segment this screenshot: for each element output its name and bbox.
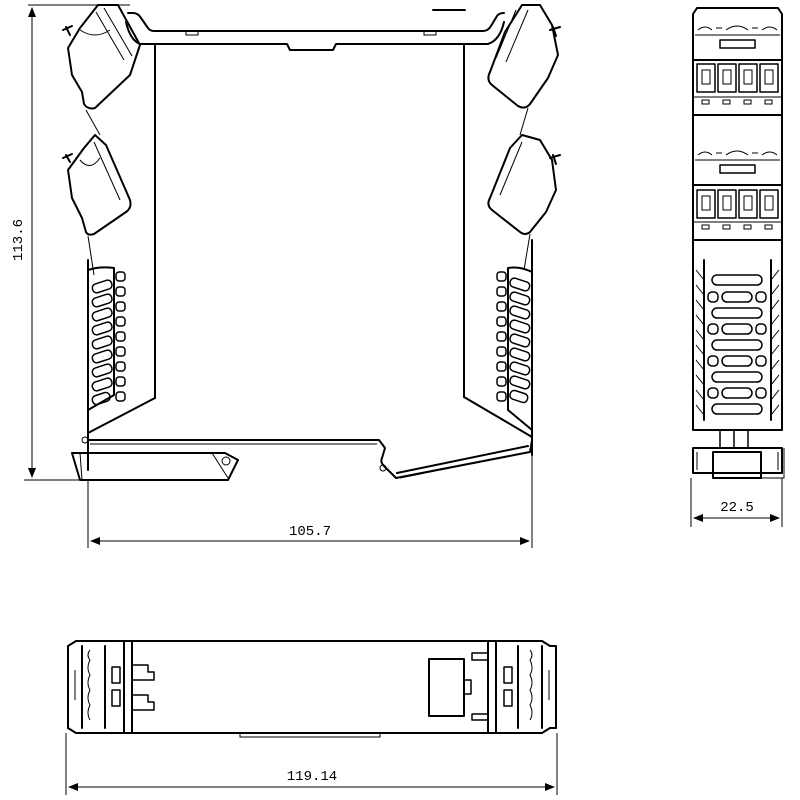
depth-label: 105.7 [289, 524, 331, 540]
width-label: 22.5 [720, 500, 754, 516]
side-view [692, 7, 785, 479]
left-vent-slots [91, 271, 126, 406]
depth-dimension: 105.7 [87, 455, 533, 548]
height-dimension: 113.6 [11, 4, 130, 481]
length-label: 119.14 [287, 769, 337, 785]
front-view [62, 4, 561, 481]
bottom-view [67, 640, 557, 738]
width-dimension: 22.5 [690, 478, 783, 527]
height-label: 113.6 [11, 219, 27, 261]
length-dimension: 119.14 [65, 733, 558, 795]
right-vent-slots [496, 271, 531, 404]
